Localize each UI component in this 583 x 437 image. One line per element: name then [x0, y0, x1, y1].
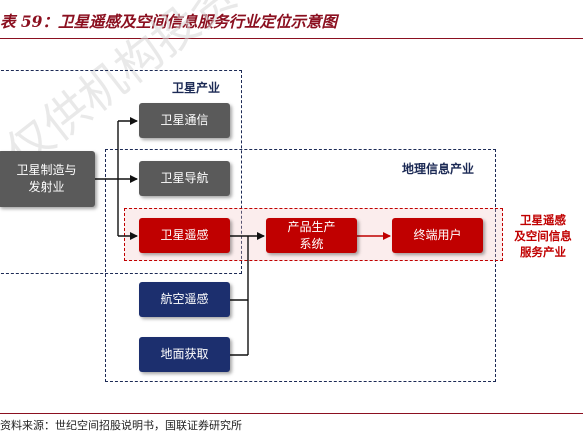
box-satellite-remote-sensing: 卫星遥感	[139, 218, 230, 253]
satellite-industry-frame	[0, 70, 242, 274]
box-manufacturing-line-1: 卫星制造与	[16, 163, 77, 177]
side-label-line-1: 卫星遥感	[520, 213, 566, 227]
box-manufacturing-line-2: 发射业	[28, 180, 65, 194]
box-ground-acquisition: 地面获取	[139, 337, 230, 372]
top-rule	[0, 38, 583, 39]
box-manufacturing-launch: 卫星制造与 发射业	[0, 151, 95, 207]
geo-info-industry-label: 地理信息产业	[402, 162, 475, 176]
remote-sensing-industry-label: 卫星遥感 及空间信息 服务产业	[503, 212, 583, 260]
side-label-line-2: 及空间信息	[514, 229, 572, 243]
side-label-line-3: 服务产业	[520, 245, 566, 259]
box-product-system: 产品生产 系统	[266, 218, 357, 253]
box-satellite-communication: 卫星通信	[139, 103, 230, 138]
geo-info-industry-frame	[105, 149, 496, 382]
box-end-user: 终端用户	[392, 218, 483, 253]
box-product-line-2: 系统	[299, 236, 324, 251]
box-aerial-remote-sensing: 航空遥感	[139, 282, 230, 317]
box-satellite-navigation: 卫星导航	[139, 161, 230, 196]
source-note: 资料来源：世纪空间招股说明书，国联证券研究所	[0, 419, 242, 432]
bottom-rule	[0, 413, 583, 414]
satellite-industry-label: 卫星产业	[172, 81, 221, 95]
box-product-line-1: 产品生产	[287, 219, 336, 234]
figure-title: 表 59：卫星遥感及空间信息服务行业定位示意图	[0, 12, 337, 31]
